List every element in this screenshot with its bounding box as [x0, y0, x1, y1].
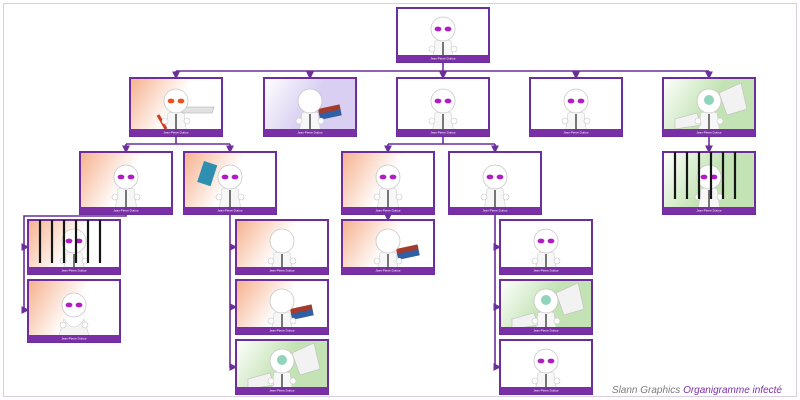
node-caption-bar [663, 207, 755, 214]
credit-title: Organigramme infecté [683, 385, 782, 396]
org-node-root[interactable]: Jean-Pierre Dufour [396, 7, 490, 63]
node-caption: Jean-Pierre Dufour [297, 131, 322, 135]
node-caption: Jean-Pierre Dufour [375, 209, 400, 213]
node-caption: Jean-Pierre Dufour [533, 389, 558, 393]
org-node-l3-c[interactable]: Jean-Pierre Dufour [341, 219, 435, 275]
node-caption-bar [397, 55, 489, 62]
node-caption-bar [28, 335, 120, 342]
character-figure [111, 164, 141, 212]
character-figure [480, 164, 510, 212]
org-node-l3-d[interactable]: Jean-Pierre Dufour [499, 219, 593, 275]
credit-brand: Slann Graphics [611, 385, 681, 396]
character-figure [531, 228, 561, 274]
node-caption-bar [236, 387, 328, 394]
node-caption-bar [530, 129, 622, 136]
org-node-l3-b[interactable]: Jean-Pierre Dufour [235, 219, 329, 275]
node-caption: Jean-Pierre Dufour [269, 269, 294, 273]
node-caption: Jean-Pierre Dufour [163, 131, 188, 135]
org-node-l2-e[interactable]: Jean-Pierre Dufour [662, 151, 756, 215]
credit-line: Slann Graphics Organigramme infecté [612, 385, 782, 396]
character-figure [197, 161, 245, 212]
org-node-l2-a[interactable]: Jean-Pierre Dufour [79, 151, 173, 215]
node-caption-bar [342, 267, 434, 274]
node-caption-bar [264, 129, 356, 136]
node-caption: Jean-Pierre Dufour [217, 209, 242, 213]
org-node-l4-c[interactable]: Jean-Pierre Dufour [499, 279, 593, 335]
node-caption: Jean-Pierre Dufour [430, 131, 455, 135]
node-caption: Jean-Pierre Dufour [61, 337, 86, 341]
node-caption: Jean-Pierre Dufour [482, 209, 507, 213]
node-caption: Jean-Pierre Dufour [696, 209, 721, 213]
character-figure [674, 82, 748, 136]
org-node-l1-a[interactable]: Jean-Pierre Dufour [129, 77, 223, 137]
node-caption-bar [130, 129, 222, 136]
node-caption-bar [449, 207, 541, 214]
org-node-l1-d[interactable]: Jean-Pierre Dufour [529, 77, 623, 137]
node-caption: Jean-Pierre Dufour [533, 269, 558, 273]
character-figure [673, 152, 737, 212]
page-frame [3, 3, 797, 397]
node-caption: Jean-Pierre Dufour [533, 329, 558, 333]
node-caption-bar [500, 327, 592, 334]
node-caption-bar [80, 207, 172, 214]
org-node-l4-b[interactable]: Jean-Pierre Dufour [235, 279, 329, 335]
node-caption-bar [28, 267, 120, 274]
node-caption-bar [397, 129, 489, 136]
node-caption-bar [236, 267, 328, 274]
node-caption-bar [663, 129, 755, 136]
node-caption: Jean-Pierre Dufour [430, 57, 455, 61]
node-caption: Jean-Pierre Dufour [113, 209, 138, 213]
node-caption-bar [342, 207, 434, 214]
node-caption: Jean-Pierre Dufour [696, 131, 721, 135]
org-node-l2-d[interactable]: Jean-Pierre Dufour [448, 151, 542, 215]
connectors [21, 62, 713, 371]
node-caption-bar [236, 327, 328, 334]
node-caption: Jean-Pierre Dufour [269, 389, 294, 393]
node-caption-bar [500, 267, 592, 274]
character-figure [373, 228, 420, 274]
org-node-l2-b[interactable]: Jean-Pierre Dufour [183, 151, 277, 215]
node-caption-bar [184, 207, 276, 214]
org-node-l1-c[interactable]: Jean-Pierre Dufour [396, 77, 490, 137]
org-node-l2-c[interactable]: Jean-Pierre Dufour [341, 151, 435, 215]
character-figure [247, 342, 321, 394]
character-figure [373, 164, 403, 212]
character-figure [38, 220, 102, 274]
node-caption: Jean-Pierre Dufour [375, 269, 400, 273]
character-figure [267, 288, 314, 334]
org-node-l1-b[interactable]: Jean-Pierre Dufour [263, 77, 357, 137]
org-node-l1-e[interactable]: Jean-Pierre Dufour [662, 77, 756, 137]
node-caption: Jean-Pierre Dufour [269, 329, 294, 333]
node-caption-bar [500, 387, 592, 394]
org-node-l5-a[interactable]: Jean-Pierre Dufour [235, 339, 329, 395]
node-caption: Jean-Pierre Dufour [61, 269, 86, 273]
org-node-l4-a[interactable]: Jean-Pierre Dufour [27, 279, 121, 343]
org-node-l5-b[interactable]: Jean-Pierre Dufour [499, 339, 593, 395]
org-node-l3-a[interactable]: Jean-Pierre Dufour [27, 215, 121, 275]
character-figure [57, 292, 91, 340]
node-caption: Jean-Pierre Dufour [563, 131, 588, 135]
